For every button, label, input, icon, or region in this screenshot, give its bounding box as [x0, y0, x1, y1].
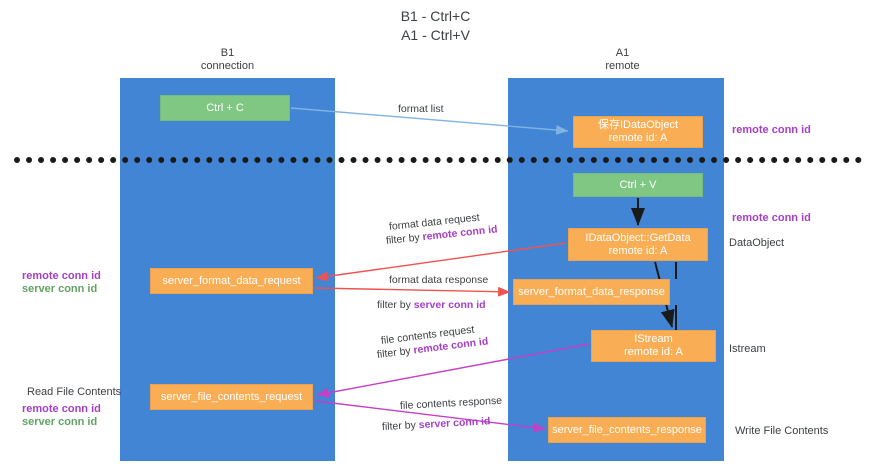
filter-prefix: filter by [377, 299, 414, 311]
node-idataobject[interactable]: 保存IDataObject remote id: A [573, 116, 703, 148]
edge-file-contents-request [316, 343, 590, 398]
note-right-istream: Istream [729, 343, 766, 355]
lane-header-b1-role: connection [200, 60, 255, 72]
note-left-server-conn-id-bottom: server conn id [22, 416, 98, 428]
node-istream-title: IStream [634, 333, 673, 345]
lane-header-a1-role: remote [605, 60, 640, 72]
note-left-remote-conn-id-mid: remote conn id [22, 270, 101, 282]
node-ctrl-v[interactable]: Ctrl + V [573, 173, 703, 197]
lane-header-b1: B1 connection [150, 47, 305, 73]
filter-key-server-conn-id: server conn id [413, 299, 486, 311]
lane-header-b1-name: B1 [220, 47, 235, 59]
node-ctrl-v-label: Ctrl + V [619, 178, 657, 191]
node-getdata-title: IDataObject::GetData [585, 231, 691, 244]
lane-header-a1: A1 remote [545, 47, 700, 73]
node-idataobject-title: 保存IDataObject [597, 119, 679, 131]
note-left-read-file-contents: Read File Contents [27, 386, 122, 398]
note-right-remote-conn-id-mid: remote conn id [732, 212, 811, 224]
node-server-file-contents-response-label: server_file_contents_response [552, 423, 702, 436]
edge-format-data-request [315, 242, 567, 282]
node-getdata-subtitle: remote id: A [608, 244, 668, 257]
note-right-dataobject: DataObject [729, 237, 785, 249]
edge-format-list [290, 107, 569, 135]
note-left-server-conn-id-mid: server conn id [22, 283, 98, 295]
node-server-format-data-request[interactable]: server_format_data_request [150, 268, 313, 294]
node-server-file-contents-request[interactable]: server_file_contents_request [150, 384, 313, 410]
title-line-2: A1 - Ctrl+V [401, 27, 470, 43]
edge-label-format-list: format list [398, 103, 444, 115]
node-istream[interactable]: IStream remote id: A [591, 330, 716, 362]
filter-prefix: filter by [381, 419, 420, 433]
node-istream-subtitle: remote id: A [624, 346, 683, 358]
node-server-format-data-response-label: server_format_data_response [518, 285, 665, 298]
node-server-file-contents-response[interactable]: server_file_contents_response [548, 417, 706, 443]
edge-file-contents-response [315, 400, 546, 433]
node-server-file-contents-request-label: server_file_contents_request [160, 390, 303, 403]
node-ctrl-c-label: Ctrl + C [206, 101, 244, 114]
note-left-remote-conn-id-bottom: remote conn id [22, 403, 101, 415]
title-line-1: B1 - Ctrl+C [400, 8, 471, 24]
node-idataobject-subtitle: remote id: A [608, 132, 668, 144]
filter-key-server-conn-id: server conn id [418, 415, 491, 432]
edge-label-format-data-response: format data response [389, 274, 489, 286]
node-idataobject-getdata[interactable]: IDataObject::GetData remote id: A [568, 228, 708, 261]
note-right-write-file-contents: Write File Contents [735, 425, 829, 437]
diagram-title: B1 - Ctrl+C A1 - Ctrl+V [0, 7, 871, 45]
node-server-format-data-response[interactable]: server_format_data_response [513, 279, 670, 305]
edge-label-format-data-response-filter: filter by server conn id [377, 298, 486, 312]
lane-header-a1-name: A1 [615, 47, 630, 59]
node-ctrl-c[interactable]: Ctrl + C [160, 95, 290, 121]
filter-prefix: filter by [385, 231, 424, 247]
phase-divider [14, 157, 862, 163]
node-server-format-data-request-label: server_format_data_request [162, 274, 301, 287]
edge-format-data-response [314, 286, 511, 297]
note-right-remote-conn-id-top: remote conn id [732, 124, 811, 136]
